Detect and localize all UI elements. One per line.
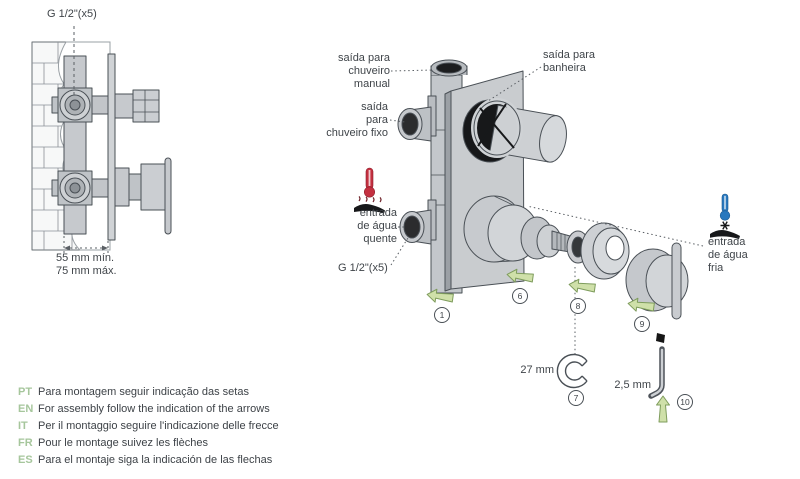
exploded-assembly-diagram [354, 59, 740, 423]
step-badge-1: 1 [434, 307, 450, 323]
fixed-shower-port [397, 106, 432, 142]
instruction-text: Pour le montage suivez les flèches [38, 437, 208, 449]
language-code: IT [18, 420, 28, 432]
left-thread-label: G 1/2"(x5) [47, 8, 97, 20]
language-code: EN [18, 403, 34, 415]
instruction-text: Para montagem seguir indicação das setas [38, 386, 249, 398]
leader-lines [389, 66, 704, 357]
instruction-text: Per il montaggio seguire l'indicazione d… [38, 420, 279, 432]
instruction-text: Para el montaje siga la indicación de la… [38, 454, 273, 466]
lever-bar-side [164, 157, 172, 235]
language-code: ES [18, 454, 33, 466]
instruction-row: FR Pour le montage suivez les flèches [18, 437, 279, 454]
depth-dimension [63, 236, 109, 253]
instruction-row: EN For assembly follow the indication of… [18, 403, 279, 420]
hot-water-icon [354, 167, 385, 214]
assembly-instructions: PT Para montagem seguir indicação das se… [18, 386, 279, 471]
diverter-control [462, 98, 567, 163]
allen-key-size-label: 2,5 mm [614, 379, 651, 391]
hot-water-port [399, 209, 432, 245]
bath-outlet-label: saída para banheira [543, 49, 595, 74]
main-thread-label: G 1/2"(x5) [338, 262, 388, 274]
language-code: FR [18, 437, 33, 449]
grub-screw [656, 333, 665, 343]
top-port [430, 59, 468, 77]
instruction-text: For assembly follow the indication of th… [38, 403, 270, 415]
embedded-valve-side-view [51, 53, 172, 241]
allen-key-icon [648, 346, 665, 399]
assembly-arrow-icon [567, 277, 597, 295]
mounting-plate-side [107, 53, 116, 241]
wrench-size-label: 27 mm [520, 364, 554, 376]
mixer-cartridge [463, 195, 571, 263]
step-badge-7: 7 [568, 390, 584, 406]
step-badge-6: 6 [512, 288, 528, 304]
step-badge-10: 10 [677, 394, 693, 410]
instruction-row: ES Para el montaje siga la indicación de… [18, 454, 279, 471]
wall-section-diagram [31, 26, 172, 253]
snowflake-glyph [720, 221, 730, 230]
instruction-row: IT Per il montaggio seguire l'indicazion… [18, 420, 279, 437]
fixed-shower-outlet-label: saída para chuveiro fixo [326, 101, 388, 139]
hand-shower-outlet-label: saída para chuveiro manual [338, 52, 390, 90]
cold-water-inlet-label: entrada de água fria [708, 236, 748, 274]
instruction-row: PT Para montagem seguir indicação das se… [18, 386, 279, 403]
escutcheon [580, 222, 630, 280]
c-wrench-icon [556, 353, 588, 389]
control-knob [625, 242, 689, 320]
cold-water-icon [710, 193, 740, 239]
hot-water-inlet-label: entrada de água quente [357, 207, 397, 245]
lever-bar [671, 242, 682, 320]
assembly-arrow-icon [656, 395, 670, 423]
depth-dimension-label: 55 mm mín. 75 mm máx. [56, 252, 117, 277]
language-code: PT [18, 386, 33, 398]
step-badge-8: 8 [570, 298, 586, 314]
step-badge-9: 9 [634, 316, 650, 332]
